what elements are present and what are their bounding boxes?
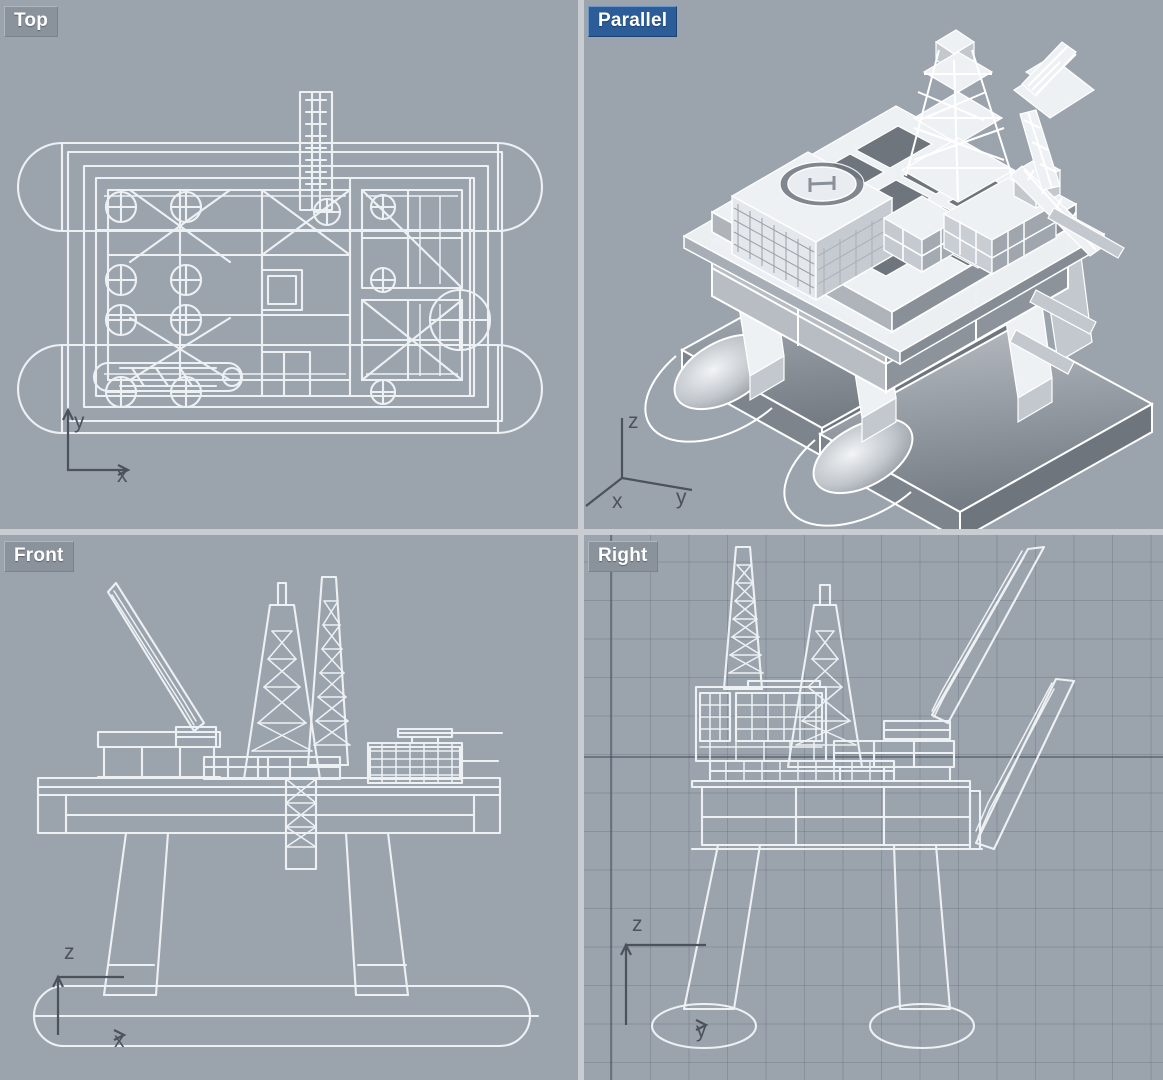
axis-label-y: y bbox=[74, 410, 85, 433]
axis-indicator-front: z x bbox=[52, 941, 127, 1052]
pontoon-front bbox=[783, 326, 1155, 529]
derrick bbox=[900, 29, 1016, 203]
right-crane-mast bbox=[722, 545, 764, 691]
axis-label-x: x bbox=[117, 464, 128, 487]
axis-indicator-parallel: z y x bbox=[585, 410, 693, 513]
viewport-label-front[interactable]: Front bbox=[4, 541, 74, 572]
axis-indicator-right: z y bbox=[620, 913, 709, 1042]
crane-right bbox=[1012, 41, 1096, 191]
axis-label-x: x bbox=[114, 1029, 125, 1052]
axis-indicator-top: y x bbox=[62, 407, 131, 487]
top-view-wireframe: y x bbox=[16, 90, 544, 487]
accommodation-block bbox=[730, 151, 894, 302]
viewport-top[interactable]: y x Top bbox=[0, 0, 578, 529]
front-crane-right bbox=[306, 575, 351, 767]
flare-boom bbox=[1047, 207, 1125, 259]
front-center-column bbox=[284, 777, 318, 871]
viewport-right[interactable]: z y Right bbox=[584, 535, 1163, 1080]
axis-label-x: x bbox=[612, 490, 623, 513]
viewport-parallel[interactable]: z y x Parallel bbox=[584, 0, 1163, 529]
axis-label-y: y bbox=[696, 1019, 707, 1042]
viewport-label-top[interactable]: Top bbox=[4, 6, 59, 37]
front-derrick bbox=[242, 581, 322, 781]
viewport-label-parallel[interactable]: Parallel bbox=[588, 6, 678, 37]
parallel-view-shaded: z y x bbox=[585, 29, 1155, 529]
viewport-front[interactable]: z x Front bbox=[0, 535, 578, 1080]
axis-label-y: y bbox=[676, 486, 687, 509]
axis-label-z: z bbox=[628, 410, 639, 433]
front-view-wireframe: z x bbox=[32, 575, 540, 1052]
right-crane-boom-upper bbox=[882, 545, 1046, 741]
right-crane-boom-lower bbox=[968, 677, 1076, 851]
right-derrick bbox=[786, 583, 864, 769]
front-crane-left bbox=[106, 581, 218, 749]
right-view-wireframe: z y bbox=[620, 545, 1076, 1050]
column-bracing bbox=[1009, 289, 1097, 375]
axis-label-z: z bbox=[64, 941, 75, 964]
viewport-label-right[interactable]: Right bbox=[588, 541, 658, 572]
viewport-grid bbox=[584, 535, 1163, 1080]
axis-label-z: z bbox=[632, 913, 643, 936]
viewport-divider-vertical[interactable] bbox=[578, 0, 584, 1080]
